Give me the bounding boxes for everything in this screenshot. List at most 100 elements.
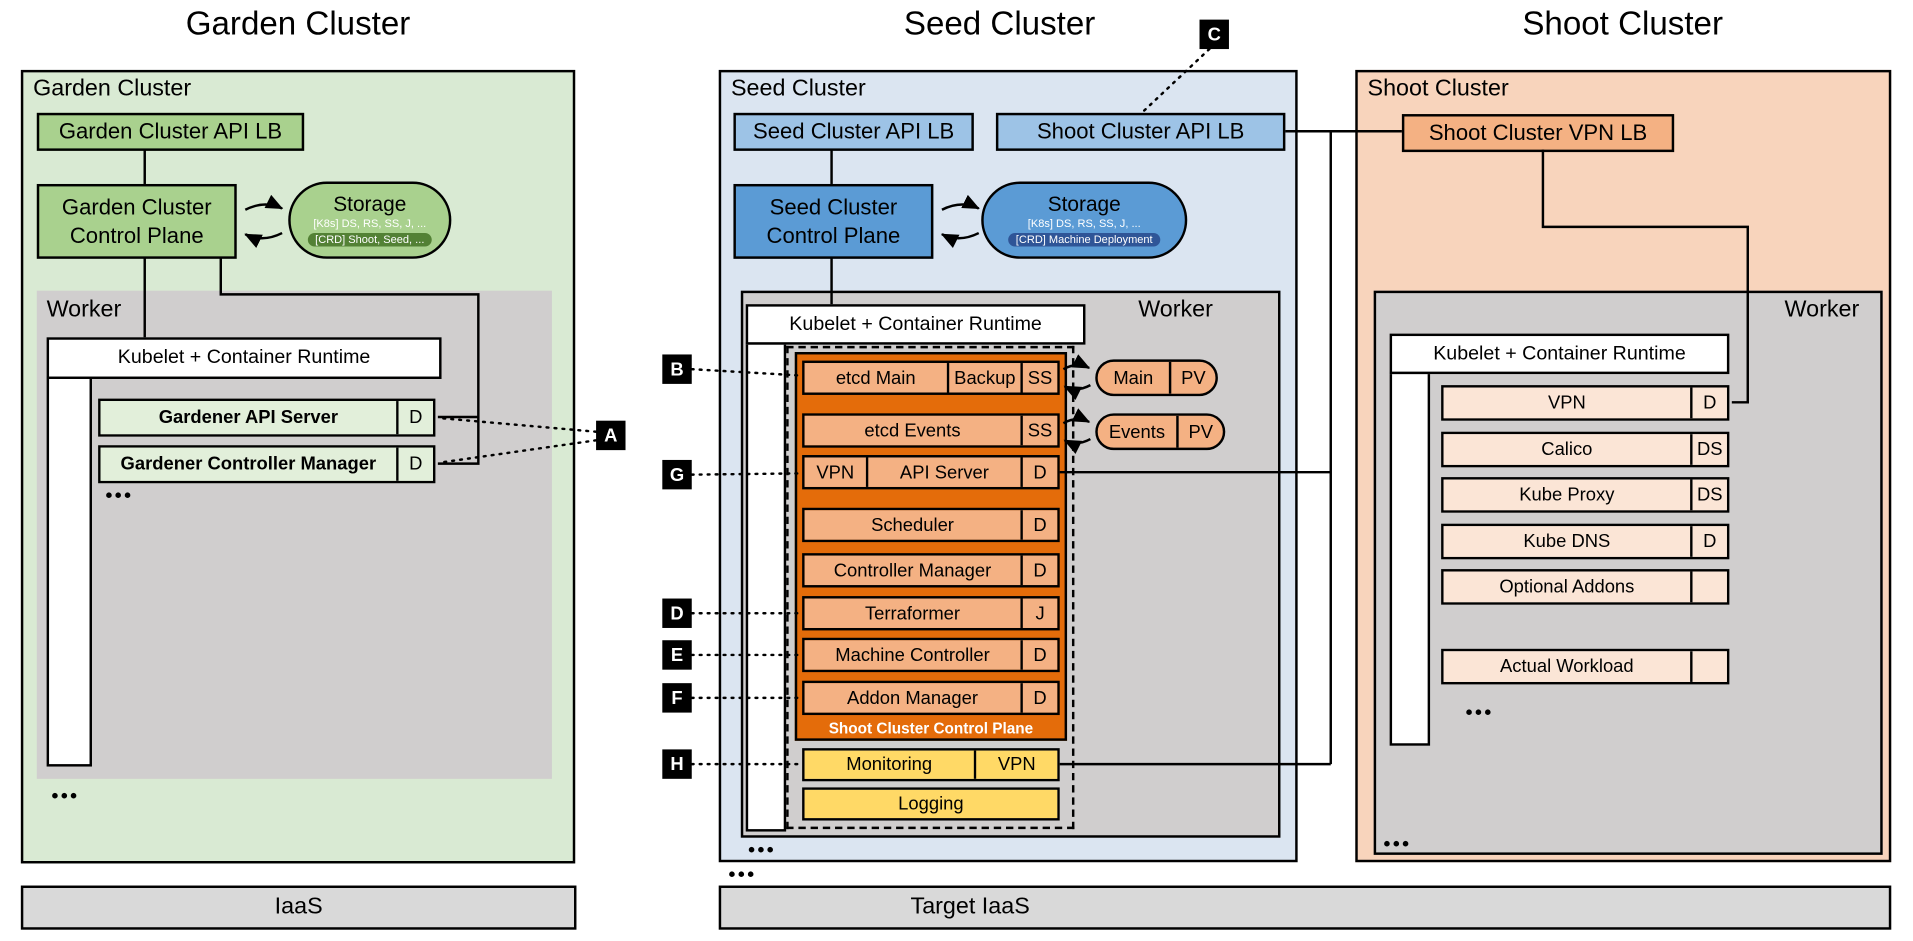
terraformer-label: Terraformer <box>804 598 1023 628</box>
shoot-bottom-ellipsis: ••• <box>1383 834 1412 855</box>
seed-cp-line2: Control Plane <box>766 222 901 248</box>
seed-cluster-title: Seed Cluster <box>903 4 1096 42</box>
kube-proxy-row: Kube Proxy DS <box>1441 477 1730 513</box>
garden-cluster-label: Garden Cluster <box>33 76 192 102</box>
terraformer-kind-badge: J <box>1022 598 1058 628</box>
api-server-row: VPN API Server D <box>802 455 1060 490</box>
actual-workload-kind-badge <box>1692 651 1727 682</box>
target-iaas-label: Target IaaS <box>910 894 1030 920</box>
iaas-bar <box>20 885 577 930</box>
garden-storage-crd-line: [CRD] Shoot, Seed, ... <box>307 232 432 248</box>
shoot-vpn-label: VPN <box>1443 387 1693 419</box>
machine-controller-row: Machine Controller D <box>802 637 1060 673</box>
badge-d: D <box>662 598 692 628</box>
monitoring-vpn-label: VPN <box>976 750 1058 779</box>
gardener-api-server-kind-badge: D <box>398 401 433 435</box>
seed-worker-ellipsis: ••• <box>748 840 777 862</box>
shoot-worker-ellipsis: ••• <box>1465 702 1494 724</box>
iaas-label: IaaS <box>274 894 323 920</box>
addon-manager-row: Addon Manager D <box>802 680 1060 716</box>
shoot-kubelet-column <box>1389 371 1431 746</box>
gardener-api-server-label: Gardener API Server <box>100 401 399 435</box>
shoot-kubelet-box: Kubelet + Container Runtime <box>1389 333 1730 375</box>
seed-bottom-ellipsis: ••• <box>728 864 757 886</box>
kube-proxy-kind-badge: DS <box>1692 479 1727 511</box>
shoot-vpn-kind-badge: D <box>1692 387 1727 419</box>
garden-storage-title: Storage <box>333 191 407 216</box>
seed-storage-title: Storage <box>1047 191 1121 216</box>
etcd-main-label: etcd Main <box>804 363 950 393</box>
garden-kubelet-column <box>46 376 92 767</box>
garden-worker-ellipsis: ••• <box>105 485 134 507</box>
controller-manager-kind-badge: D <box>1022 555 1058 586</box>
seed-cp-line1: Seed Cluster <box>769 195 898 220</box>
calico-kind-badge: DS <box>1692 434 1727 465</box>
target-iaas-bar <box>718 885 1892 930</box>
monitoring-row: Monitoring VPN <box>802 748 1060 782</box>
shoot-control-plane-dashed-box <box>786 345 1075 830</box>
garden-cp-line1: Garden Cluster <box>61 195 212 220</box>
kube-dns-kind-badge: D <box>1692 526 1727 557</box>
garden-bottom-ellipsis: ••• <box>51 786 80 808</box>
optional-addons-label: Optional Addons <box>1443 571 1693 603</box>
shoot-worker-label: Worker <box>1784 296 1860 323</box>
pv-events-label: Events <box>1108 421 1166 443</box>
controller-manager-row: Controller Manager D <box>802 553 1060 588</box>
terraformer-row: Terraformer J <box>802 596 1060 631</box>
pv-main-label: Main <box>1113 367 1154 389</box>
api-server-label: API Server <box>868 457 1023 487</box>
garden-cluster-title: Garden Cluster <box>185 4 411 42</box>
badge-c: C <box>1199 19 1229 50</box>
badge-a: A <box>596 420 626 451</box>
seed-storage: Storage [K8s] DS, RS, SS, J, ... [CRD] M… <box>981 181 1188 259</box>
scheduler-label: Scheduler <box>804 510 1023 540</box>
kube-dns-row: Kube DNS D <box>1441 523 1730 560</box>
actual-workload-row: Actual Workload <box>1441 648 1730 685</box>
machine-controller-label: Machine Controller <box>804 640 1023 670</box>
badge-g: G <box>662 459 692 490</box>
optional-addons-kind-badge <box>1692 571 1727 603</box>
garden-storage: Storage [K8s] DS, RS, SS, J, ... [CRD] S… <box>288 181 452 259</box>
shoot-vpn-row: VPN D <box>1441 385 1730 421</box>
etcd-events-kind-badge: SS <box>1022 415 1058 446</box>
calico-label: Calico <box>1443 434 1693 465</box>
scheduler-kind-badge: D <box>1022 510 1058 540</box>
addon-manager-kind-badge: D <box>1022 683 1058 713</box>
etcd-events-pv-capsule: Events PV <box>1095 413 1226 451</box>
badge-h: H <box>662 749 692 779</box>
seed-cluster-label: Seed Cluster <box>730 76 866 102</box>
seed-worker-label: Worker <box>1138 296 1213 323</box>
gardener-controller-manager-label: Gardener Controller Manager <box>100 447 399 481</box>
etcd-main-pv-capsule: Main PV <box>1095 359 1218 397</box>
monitoring-label: Monitoring <box>804 750 977 779</box>
seed-api-lb: Seed Cluster API LB <box>733 112 974 151</box>
kube-dns-label: Kube DNS <box>1443 526 1693 557</box>
api-server-kind-badge: D <box>1022 457 1058 487</box>
etcd-main-kind-badge: SS <box>1022 363 1058 393</box>
badge-f: F <box>662 683 692 713</box>
seed-control-plane: Seed Cluster Control Plane <box>733 183 934 259</box>
kube-proxy-label: Kube Proxy <box>1443 479 1693 511</box>
addon-manager-label: Addon Manager <box>804 683 1023 713</box>
shoot-control-plane-label: Shoot Cluster Control Plane <box>828 719 1034 738</box>
garden-api-lb: Garden Cluster API LB <box>36 112 305 151</box>
api-server-vpn-label: VPN <box>804 457 869 487</box>
seed-storage-k8s-line: [K8s] DS, RS, SS, J, ... <box>1027 217 1141 230</box>
shoot-cluster-title: Shoot Cluster <box>1522 4 1723 42</box>
garden-worker-label: Worker <box>46 296 122 323</box>
etcd-main-row: etcd Main Backup SS <box>802 360 1060 395</box>
garden-storage-k8s-line: [K8s] DS, RS, SS, J, ... <box>313 217 427 230</box>
badge-b: B <box>662 354 692 384</box>
pv-events-kind-badge: PV <box>1176 415 1223 448</box>
logging-row: Logging <box>802 787 1060 821</box>
pv-main-kind-badge: PV <box>1168 361 1216 394</box>
shoot-api-lb: Shoot Cluster API LB <box>995 112 1286 151</box>
seed-kubelet-box: Kubelet + Container Runtime <box>745 304 1086 345</box>
gardener-api-server-row: Gardener API Server D <box>98 398 436 437</box>
controller-manager-label: Controller Manager <box>804 555 1023 586</box>
scheduler-row: Scheduler D <box>802 507 1060 543</box>
shoot-cluster-label: Shoot Cluster <box>1367 76 1509 102</box>
garden-cp-line2: Control Plane <box>69 222 204 248</box>
calico-row: Calico DS <box>1441 431 1730 468</box>
